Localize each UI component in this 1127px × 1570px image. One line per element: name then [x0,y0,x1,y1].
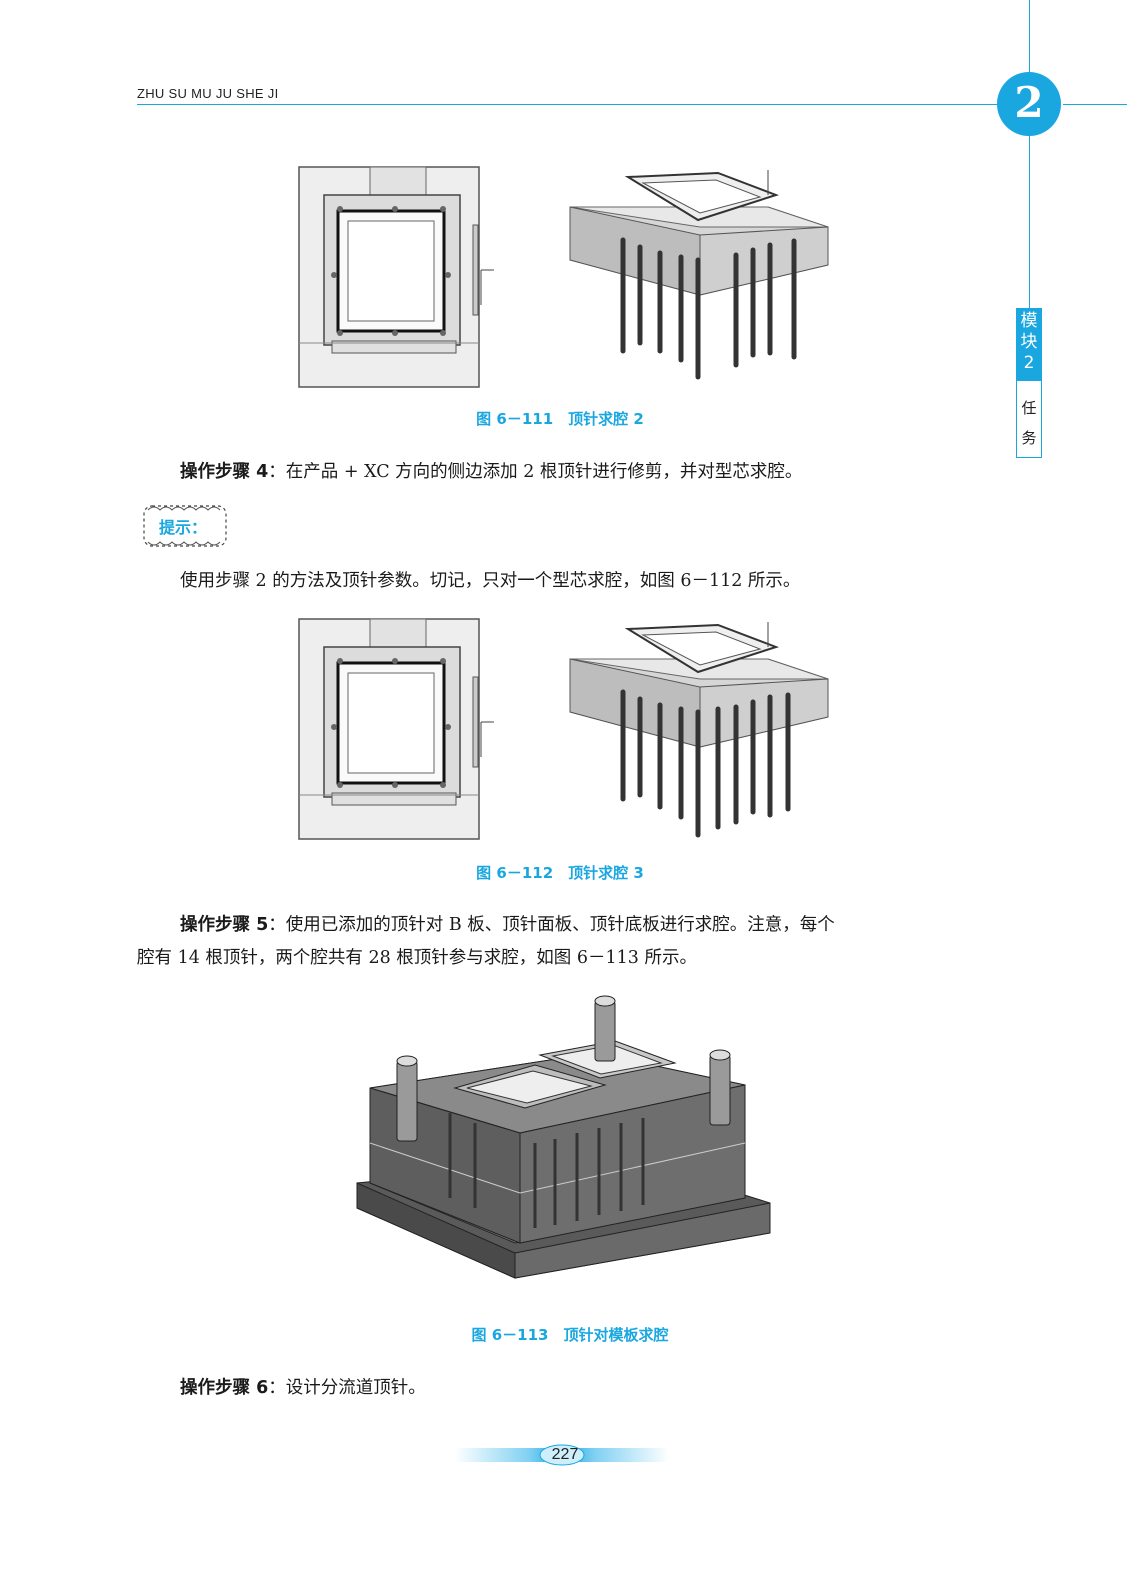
header-rule [137,104,1007,105]
header-rule-right [1063,104,1127,105]
step-4-paragraph: 操作步骤 4：在产品 + XC 方向的侧边添加 2 根顶针进行修剪，并对型芯求腔… [180,455,1010,489]
step-6-label: 操作步骤 6 [180,1378,269,1398]
running-header: ZHU SU MU JU SHE JI [137,86,279,101]
figure-6-112 [298,617,832,843]
tip-paragraph: 使用步骤 2 的方法及顶针参数。切记，只对一个型芯求腔，如图 6－112 所示。 [180,571,801,591]
step-5-text: ：使用已添加的顶针对 B 板、顶针面板、顶针底板进行求腔。注意，每个 [268,915,835,935]
figure-6-113 [355,993,775,1293]
step-6-paragraph: 操作步骤 6：设计分流道顶针。 [180,1371,1010,1405]
isometric-view [569,170,829,380]
page-number-ornament-icon [455,1444,669,1466]
isometric-view [569,622,829,838]
step-5-paragraph-line2: 腔有 14 根顶针，两个腔共有 28 根顶针参与求腔，如图 6－113 所示。 [137,948,697,968]
margin-rule [1029,0,1030,308]
step-5-paragraph-line1: 操作步骤 5：使用已添加的顶针对 B 板、顶针面板、顶针底板进行求腔。注意，每个 [180,908,1010,942]
figure-caption-6-113: 图 6－113 顶针对模板求腔 [471,1326,669,1344]
module-tab-label: 模块2 [1017,309,1041,381]
step-6-text: ：设计分流道顶针。 [268,1378,426,1398]
step-4-label: 操作步骤 4 [180,462,269,482]
figure-6-111 [298,165,832,390]
tip-label: 提示： [159,518,208,537]
module-tab: 模块2 任务 [1016,308,1042,458]
task-tab-label: 任务 [1021,399,1037,447]
plan-view [298,618,494,840]
chapter-badge: 2 [997,72,1061,136]
figure-caption-6-111: 图 6－111 顶针求腔 2 [476,410,644,428]
figure-caption-6-112: 图 6－112 顶针求腔 3 [476,864,644,882]
plan-view [298,166,494,388]
step-4-text: ：在产品 + XC 方向的侧边添加 2 根顶针进行修剪，并对型芯求腔。 [268,462,803,482]
step-5-label: 操作步骤 5 [180,915,269,935]
page-number: 227 [551,1446,579,1463]
tip-frame-icon [143,505,227,547]
